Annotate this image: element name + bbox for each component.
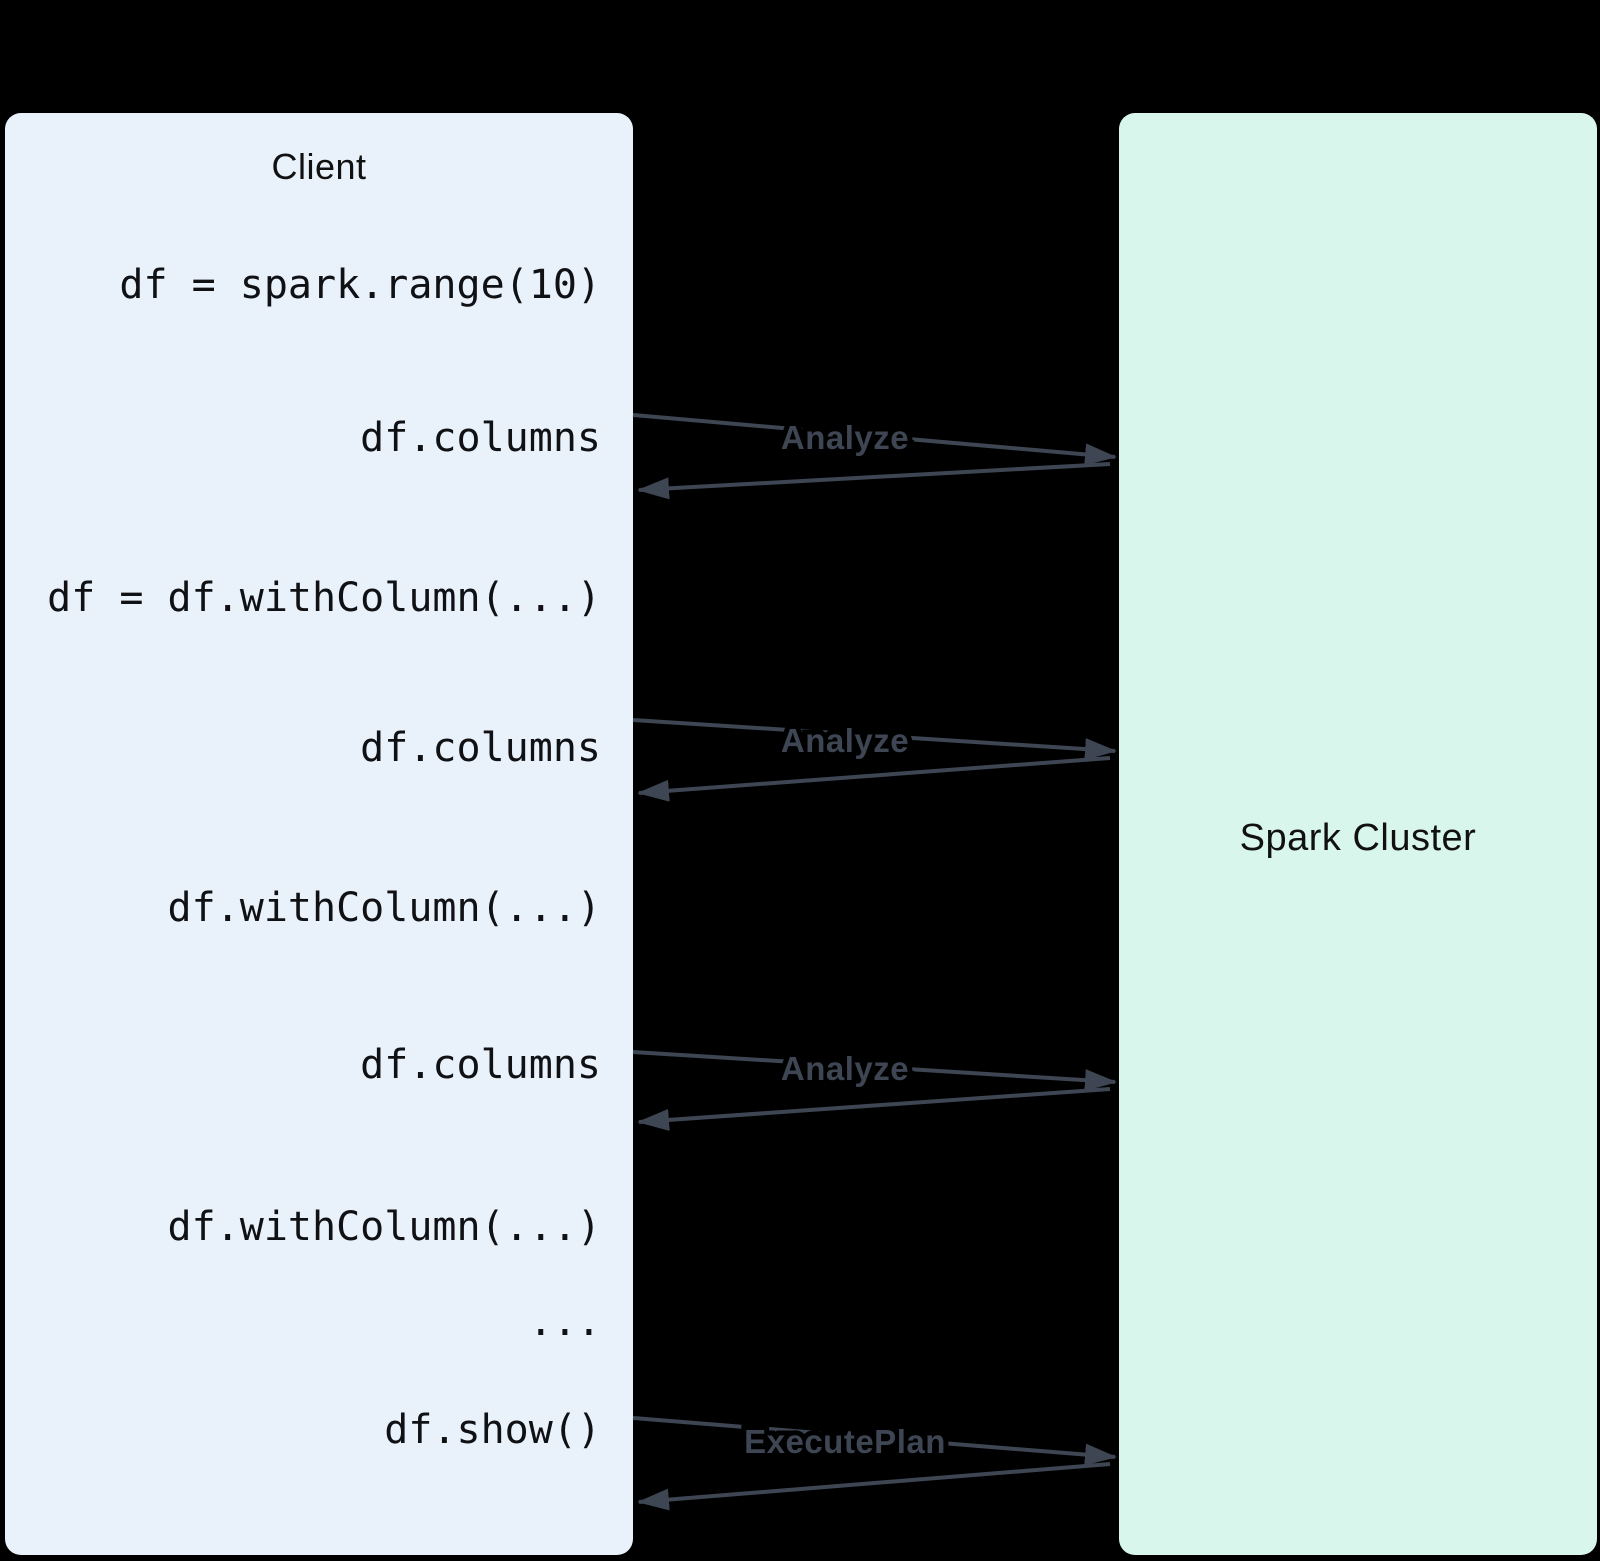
code-line-df-withcolumn-assign: df = df.withColumn(...) xyxy=(47,575,601,621)
code-line-df-columns-3: df.columns xyxy=(360,1042,601,1088)
analyze-request-arrow-3 xyxy=(632,1050,1117,1092)
executeplan-response-arrow xyxy=(637,1462,1111,1511)
client-box-title: Client xyxy=(271,146,367,187)
code-line-ellipsis: ... xyxy=(528,1299,601,1345)
analyze-response-arrow-1 xyxy=(637,462,1111,500)
code-line-df-withcolumn-1: df.withColumn(...) xyxy=(167,885,601,931)
code-line-df-columns-1: df.columns xyxy=(360,415,601,461)
client-box: Client df = spark.range(10) df.columns d… xyxy=(5,113,633,1555)
code-line-df-show: df.show() xyxy=(384,1407,601,1453)
analyze-request-arrow-2 xyxy=(632,718,1117,761)
analyze-label-1: Analyze xyxy=(781,419,909,456)
spark-cluster-box: Spark Cluster xyxy=(1119,113,1597,1555)
analyze-label-3: Analyze xyxy=(781,1050,909,1087)
executeplan-label: ExecutePlan xyxy=(744,1423,946,1460)
spark-cluster-box-title: Spark Cluster xyxy=(1239,817,1477,859)
code-line-df-withcolumn-2: df.withColumn(...) xyxy=(167,1204,601,1250)
analyze-request-arrow-1 xyxy=(632,413,1117,466)
analyze-label-2: Analyze xyxy=(781,722,909,759)
analyze-response-arrow-2 xyxy=(637,756,1111,802)
code-line-spark-range: df = spark.range(10) xyxy=(119,262,601,308)
analyze-response-arrow-3 xyxy=(637,1087,1111,1131)
executeplan-request-arrow xyxy=(632,1416,1117,1466)
code-line-df-columns-2: df.columns xyxy=(360,725,601,771)
